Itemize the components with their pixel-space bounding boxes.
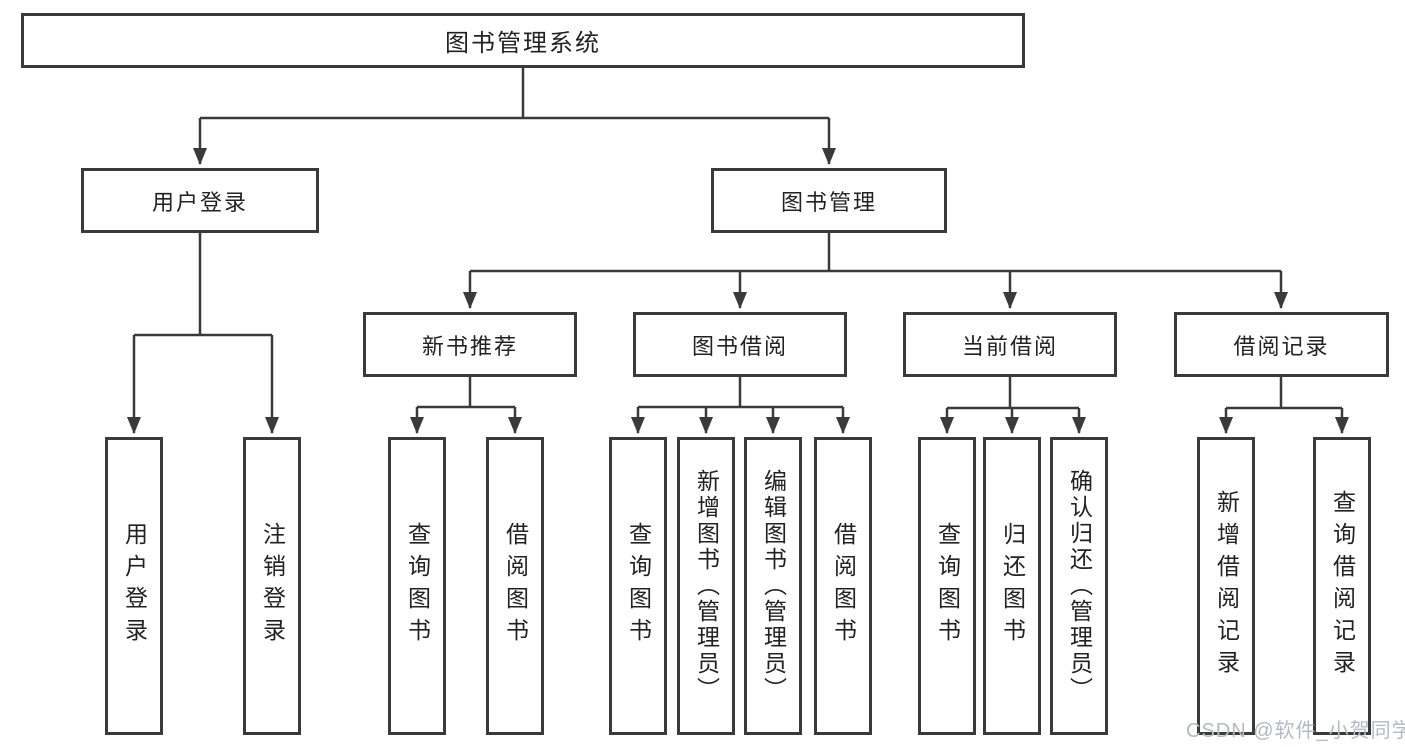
leaf-user-login: 用户登录 bbox=[105, 437, 163, 735]
leaf-query-books-recommend: 查询图书 bbox=[388, 437, 446, 735]
node-new-book-recommendation: 新书推荐 bbox=[363, 312, 577, 377]
leaf-borrow-books-borrowing: 借阅图书 bbox=[814, 437, 872, 735]
node-borrowing-records: 借阅记录 bbox=[1174, 312, 1389, 377]
leaf-borrow-books-recommend: 借阅图书 bbox=[486, 437, 544, 735]
leaf-query-books-current: 查询图书 bbox=[918, 437, 976, 735]
leaf-logout: 注销登录 bbox=[243, 437, 301, 735]
leaf-return-books: 归还图书 bbox=[983, 437, 1041, 735]
csdn-watermark: CSDN @软件_小贺同学 bbox=[1186, 720, 1405, 742]
node-current-borrowing: 当前借阅 bbox=[903, 312, 1117, 377]
node-book-borrowing: 图书借阅 bbox=[633, 312, 847, 377]
leaf-add-borrowing-record: 新增借阅记录 bbox=[1197, 437, 1255, 735]
leaf-query-borrowing-record: 查询借阅记录 bbox=[1313, 437, 1371, 735]
node-book-management: 图书管理 bbox=[711, 168, 947, 233]
leaf-confirm-return-admin: 确认归还（管理员） bbox=[1050, 437, 1108, 735]
node-user-login: 用户登录 bbox=[81, 168, 319, 233]
leaf-add-books-admin: 新增图书（管理员） bbox=[677, 437, 735, 735]
leaf-edit-books-admin: 编辑图书（管理员） bbox=[744, 437, 802, 735]
node-root-book-management-system: 图书管理系统 bbox=[21, 13, 1025, 68]
leaf-query-books-borrowing: 查询图书 bbox=[609, 437, 667, 735]
